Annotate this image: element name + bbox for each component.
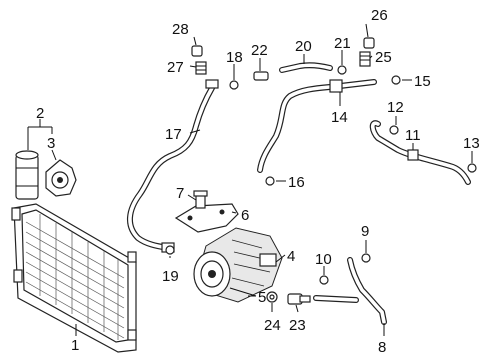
callout-11: 11 xyxy=(405,127,421,144)
callout-25: 25 xyxy=(375,49,392,66)
callout-16: 16 xyxy=(288,174,305,191)
callout-4: 4 xyxy=(287,248,295,265)
leader-lines xyxy=(27,23,473,336)
callout-5: 5 xyxy=(258,289,266,306)
hose-20 xyxy=(279,62,333,73)
callout-9: 9 xyxy=(361,223,369,240)
compressor xyxy=(193,227,283,303)
callout-8: 8 xyxy=(378,339,386,356)
callout-27: 27 xyxy=(167,59,184,76)
callout-6: 6 xyxy=(241,207,249,224)
callouts: 2 3 1 4 5 6 7 8 9 10 11 12 13 14 15 16 1… xyxy=(36,7,480,356)
callout-2: 2 xyxy=(36,105,44,122)
callout-18: 18 xyxy=(226,49,243,66)
condenser xyxy=(11,203,137,353)
pressure-switch xyxy=(287,293,311,305)
callout-28: 28 xyxy=(172,21,189,38)
callout-26: 26 xyxy=(371,7,388,24)
callout-22: 22 xyxy=(251,42,268,59)
callout-19: 19 xyxy=(162,268,179,285)
callout-15: 15 xyxy=(414,73,431,90)
callout-13: 13 xyxy=(463,135,480,152)
compressor-bracket xyxy=(174,203,239,233)
callout-10: 10 xyxy=(315,251,332,268)
pressure-tube xyxy=(313,257,387,325)
callout-23: 23 xyxy=(289,317,306,334)
callout-24: 24 xyxy=(264,317,281,334)
callout-17: 17 xyxy=(165,126,182,143)
suction-hose xyxy=(257,79,377,173)
bolt xyxy=(193,190,208,209)
callout-1: 1 xyxy=(71,337,79,354)
drier-bracket xyxy=(45,159,77,197)
receiver-drier xyxy=(15,150,39,200)
callout-12: 12 xyxy=(387,99,404,116)
callout-14: 14 xyxy=(331,109,348,126)
callout-3: 3 xyxy=(47,135,55,152)
callout-21: 21 xyxy=(334,35,351,52)
fittings xyxy=(165,37,477,303)
callout-7: 7 xyxy=(176,185,184,202)
callout-20: 20 xyxy=(295,38,312,55)
